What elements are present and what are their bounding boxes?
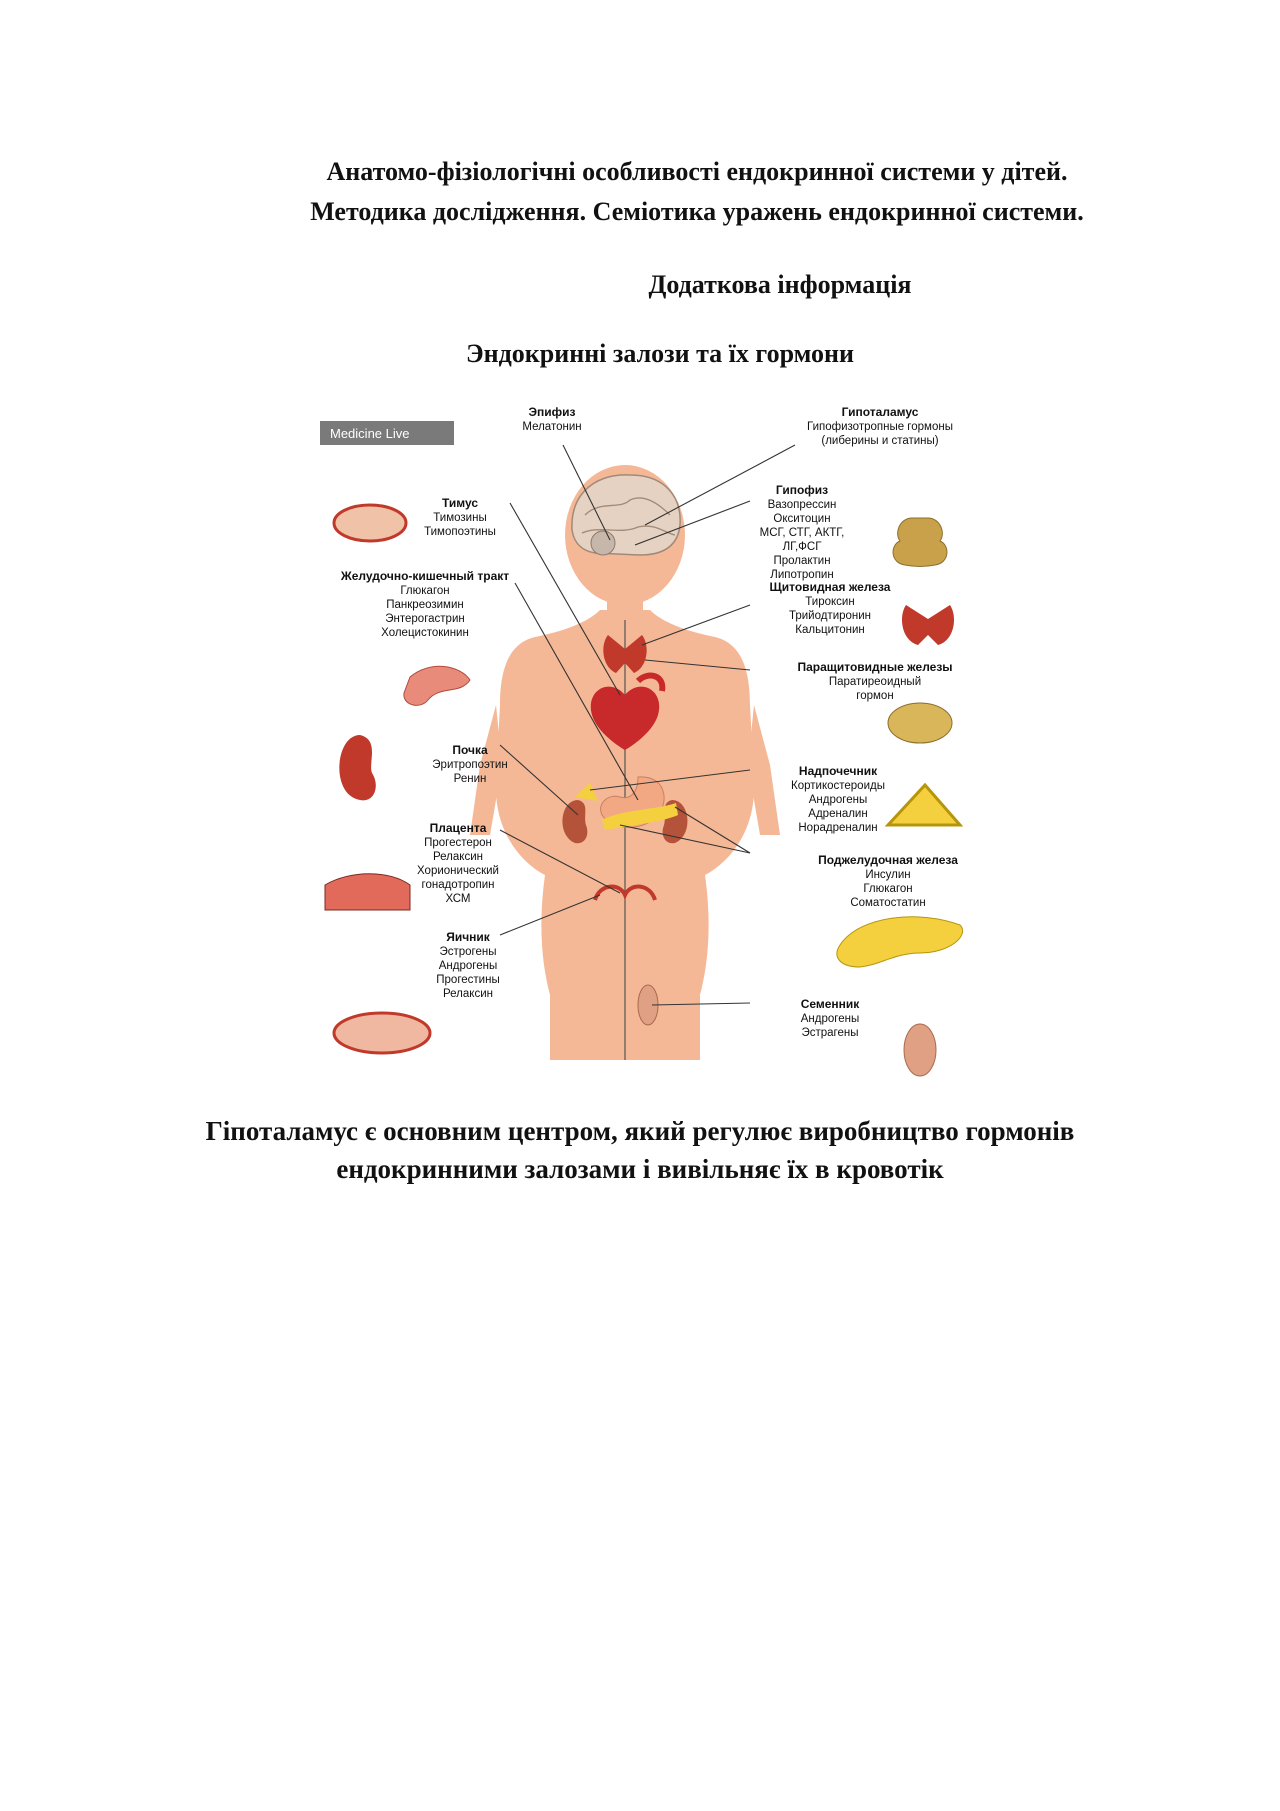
svg-text:Гипофиз: Гипофиз — [776, 483, 828, 497]
svg-text:Инсулин: Инсулин — [865, 869, 910, 881]
label-thymus: Тимус Тимозины Тимопоэтины — [424, 496, 496, 538]
endocrine-glands-figure: Medicine Live — [320, 405, 990, 1085]
svg-text:Панкреозимин: Панкреозимин — [386, 599, 463, 611]
svg-text:Надпочечник: Надпочечник — [799, 764, 878, 778]
label-adrenal: Надпочечник Кортикостероиды Андрогены Ад… — [791, 764, 885, 834]
svg-text:Соматостатин: Соматостатин — [850, 897, 925, 909]
svg-text:Норадреналин: Норадреналин — [798, 822, 877, 834]
left-kidney-shape — [562, 800, 588, 844]
adrenal-illustration — [884, 782, 964, 827]
label-testis: Семенник Андрогены Эстрагены — [801, 997, 861, 1039]
svg-text:гормон: гормон — [856, 690, 893, 702]
bottom-line-1: Гіпоталамус є основним центром, який рег… — [205, 1116, 1075, 1146]
endocrine-diagram: Medicine Live — [320, 405, 964, 1077]
svg-text:Релаксин: Релаксин — [433, 851, 483, 863]
thymus-illustration — [332, 503, 408, 543]
svg-text:Эстрагены: Эстрагены — [801, 1027, 858, 1039]
svg-text:Вазопрессин: Вазопрессин — [768, 499, 837, 511]
cerebellum-shape — [590, 530, 616, 556]
label-pancreas: Поджелудочная железа Инсулин Глюкагон Со… — [818, 853, 958, 909]
label-kidney: Почка Эритропоэтин Ренин — [432, 743, 507, 785]
svg-text:Паращитовидные железы: Паращитовидные железы — [797, 660, 952, 674]
leader-lines — [499, 444, 796, 1006]
svg-text:Тимопоэтины: Тимопоэтины — [424, 526, 496, 538]
svg-text:Глюкагон: Глюкагон — [863, 883, 912, 895]
svg-text:Липотропин: Липотропин — [770, 569, 833, 581]
svg-text:Поджелудочная железа: Поджелудочная железа — [818, 853, 958, 867]
svg-text:Холецистокинин: Холецистокинин — [381, 627, 469, 639]
svg-text:ХСМ: ХСМ — [445, 893, 470, 905]
svg-text:Желудочно-кишечный тракт: Желудочно-кишечный тракт — [340, 569, 509, 583]
uterus-shape — [593, 884, 657, 901]
svg-text:Энтерогастрин: Энтерогастрин — [385, 613, 464, 625]
bottom-paragraph: Гіпоталамус є основним центром, який рег… — [0, 1112, 1280, 1188]
svg-text:Семенник: Семенник — [801, 997, 861, 1011]
svg-text:Хорионический: Хорионический — [417, 865, 499, 877]
ovary-illustration — [332, 1011, 432, 1055]
left-adrenal-shape — [575, 783, 598, 801]
svg-text:Тимус: Тимус — [442, 496, 478, 510]
svg-text:Андрогены: Андрогены — [801, 1013, 859, 1025]
thyroid-illustration — [902, 605, 954, 645]
label-thyroid: Щитовидная железа Тироксин Трийодтиронин… — [770, 580, 891, 636]
label-parathyroid: Паращитовидные железы Паратиреоидный гор… — [797, 660, 952, 702]
svg-text:Кальцитонин: Кальцитонин — [795, 624, 864, 636]
testis-illustration — [903, 1023, 937, 1077]
bottom-line-2: ендокринними залозами і вивільняє їх в к… — [336, 1154, 944, 1184]
document-title: Анатомо-фізіологічні особливості ендокри… — [57, 152, 1280, 232]
pancreas-illustration — [836, 916, 963, 968]
svg-text:(либерины и статины): (либерины и статины) — [821, 435, 938, 447]
svg-text:Щитовидная железа: Щитовидная железа — [770, 580, 891, 594]
subtitle: Додаткова інформація — [648, 270, 912, 299]
gi-tract-illustration — [403, 665, 471, 706]
heart-shape — [590, 686, 660, 750]
title-line-2: Методика дослідження. Семіотика уражень … — [310, 197, 1084, 226]
body-silhouette — [470, 465, 780, 1060]
thyroid-body-shape — [603, 635, 647, 673]
svg-text:Эпифиз: Эпифиз — [528, 405, 575, 419]
watermark-text: Medicine Live — [330, 426, 410, 441]
section-title: Эндокринні залози та їх гормони — [466, 339, 854, 368]
svg-text:Релаксин: Релаксин — [443, 988, 493, 1000]
svg-text:Яичник: Яичник — [446, 930, 491, 944]
parathyroid-illustration — [887, 702, 953, 744]
svg-text:Ренин: Ренин — [454, 773, 487, 785]
svg-text:Окситоцин: Окситоцин — [773, 513, 830, 525]
svg-text:Трийодтиронин: Трийодтиронин — [789, 610, 871, 622]
placenta-illustration — [324, 873, 411, 911]
svg-text:Прогестины: Прогестины — [436, 974, 499, 986]
kidney-illustration — [339, 735, 376, 801]
svg-text:Почка: Почка — [452, 743, 488, 757]
svg-text:Адреналин: Адреналин — [808, 808, 867, 820]
svg-text:Прогестерон: Прогестерон — [424, 837, 492, 849]
svg-text:Паратиреоидный: Паратиреоидный — [829, 676, 921, 688]
svg-text:Андрогены: Андрогены — [809, 794, 867, 806]
pancreas-body-shape — [602, 803, 678, 830]
svg-text:Кортикостероиды: Кортикостероиды — [791, 780, 885, 792]
watermark-box — [320, 421, 454, 445]
svg-text:Мелатонин: Мелатонин — [522, 421, 581, 433]
svg-text:Глюкагон: Глюкагон — [400, 585, 449, 597]
svg-text:Андрогены: Андрогены — [439, 960, 497, 972]
svg-text:Гипофизотропные гормоны: Гипофизотропные гормоны — [807, 421, 953, 433]
svg-text:Эритропоэтин: Эритропоэтин — [432, 759, 507, 771]
title-line-1: Анатомо-фізіологічні особливості ендокри… — [326, 157, 1068, 186]
svg-text:Тимозины: Тимозины — [433, 512, 486, 524]
pituitary-illustration — [892, 517, 948, 567]
svg-text:МСГ, СТГ, АКТГ,: МСГ, СТГ, АКТГ, — [760, 527, 845, 539]
svg-text:Тироксин: Тироксин — [805, 596, 854, 608]
label-pituitary: Гипофиз Вазопрессин Окситоцин МСГ, СТГ, … — [760, 483, 845, 581]
svg-text:Пролактин: Пролактин — [773, 555, 830, 567]
label-gi-tract: Желудочно-кишечный тракт Глюкагон Панкре… — [340, 569, 509, 639]
label-placenta: Плацента Прогестерон Релаксин Хорионичес… — [417, 821, 499, 905]
label-hypothalamus: Гипоталамус Гипофизотропные гормоны (либ… — [807, 405, 953, 447]
label-ovary: Яичник Эстрогены Андрогены Прогестины Ре… — [436, 930, 499, 1000]
svg-text:Эстрогены: Эстрогены — [439, 946, 496, 958]
svg-text:Плацента: Плацента — [430, 821, 487, 835]
svg-text:гонадотропин: гонадотропин — [422, 879, 495, 891]
svg-text:ЛГ,ФСГ: ЛГ,ФСГ — [783, 541, 823, 553]
svg-text:Гипоталамус: Гипоталамус — [842, 405, 919, 419]
label-epiphysis: Эпифиз Мелатонин — [522, 405, 581, 433]
